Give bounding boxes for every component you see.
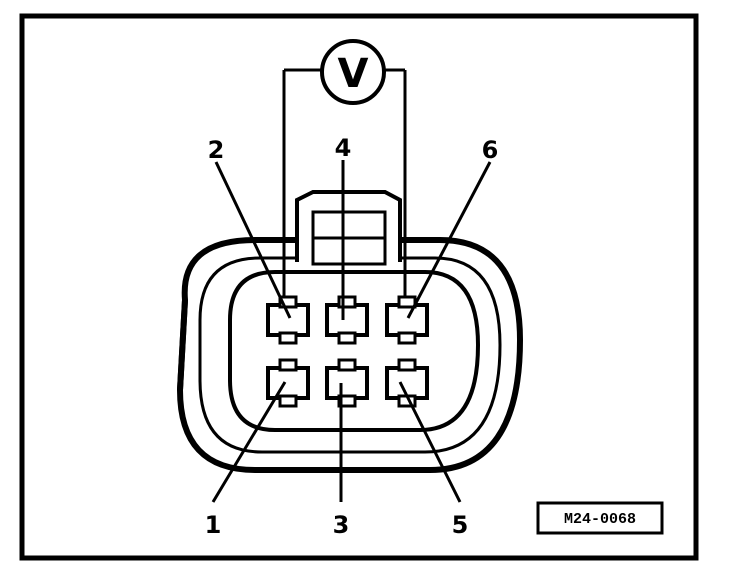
pin-cavity-2: [266, 295, 310, 345]
voltmeter-symbol: V: [320, 39, 386, 105]
pin-cavities: [266, 295, 429, 408]
connector-body: [176, 237, 524, 473]
pin-cavity-1: [266, 358, 310, 408]
reference-code: M24-0068: [564, 511, 636, 528]
pin-cavity-4: [325, 295, 369, 345]
pin-label-6: 6: [482, 136, 499, 164]
leader-lines: [211, 160, 492, 503]
pin-cavity-3: [325, 358, 369, 408]
connector-latch: [295, 190, 402, 266]
reference-code-box: M24-0068: [536, 501, 664, 535]
figure-frame: [19, 13, 699, 561]
voltmeter-label: V: [338, 51, 369, 97]
pin-label-4: 4: [335, 134, 352, 162]
pin-label-2: 2: [208, 136, 225, 164]
leader-line-5: [398, 381, 462, 503]
pin-label-5: 5: [452, 511, 469, 539]
pin-cavity-6: [385, 295, 429, 345]
leader-line-1: [211, 381, 287, 503]
leader-line-6: [406, 161, 492, 319]
meter-leads: [282, 68, 407, 308]
pin-label-1: 1: [205, 511, 222, 539]
leader-line-2: [214, 161, 292, 319]
pin-label-3: 3: [333, 511, 350, 539]
